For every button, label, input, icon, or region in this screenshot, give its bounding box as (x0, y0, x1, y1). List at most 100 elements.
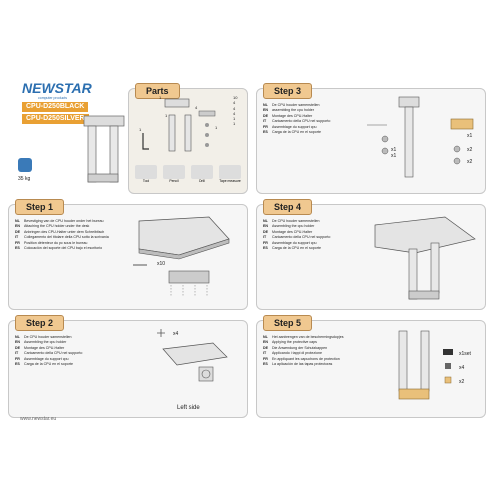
instruction-text: Het aanbrengen van de beschermingsdopjes (272, 335, 344, 339)
instruction-line: NL Bevestiging van de CPU houder onder he… (15, 219, 109, 224)
lang-code: FR (15, 356, 20, 361)
lang-code: DE (15, 229, 20, 234)
instruction-text: Applicando i tappi di protezione (272, 351, 322, 356)
parts-qty: 4 (233, 105, 236, 111)
instruction-text: Carga de la CPU en el soporte (24, 362, 73, 367)
instruction-text: Collegamento del titolare della CPU sott… (24, 235, 109, 240)
parts-qty: 10 (233, 95, 238, 100)
step-1-panel: Step 1 NL Bevestiging van de CPU houder o… (8, 199, 248, 310)
lang-code: NL (15, 335, 20, 339)
instruction-line: DE Montage des CPU-Halter (263, 230, 330, 235)
parts-qty: 1 (233, 121, 236, 127)
step-5-mark-2: x4 (459, 365, 465, 371)
instruction-line: EN Assembling the cpu holder (263, 224, 330, 229)
drill-icon (191, 165, 213, 179)
instruction-text: Anbringen des CPU-Halter unter dem Schre… (24, 229, 105, 234)
lang-code: ES (263, 130, 268, 135)
instruction-text: Assembling the cpu holder (272, 224, 315, 229)
tool-item: Tool (135, 165, 157, 189)
parts-qty: 1 (233, 116, 236, 122)
instruction-text: Montage des CPU-Halter (272, 229, 313, 234)
step-2-drawing (157, 329, 228, 382)
lang-code: DE (263, 229, 268, 234)
lang-code: NL (15, 219, 20, 223)
instruction-text: Assembling the cpu holder (24, 340, 67, 345)
lang-code: IT (263, 351, 267, 356)
parts-drawing (142, 98, 216, 152)
instruction-line: IT Applicando i tappi di protezione (263, 351, 344, 356)
parts-label-3: 4 (195, 105, 198, 110)
lang-code: IT (263, 119, 267, 124)
instruction-text: La aplicación de las tapas protectoras (272, 362, 333, 367)
lang-code: NL (263, 219, 268, 223)
instruction-line: NL De CPU houder samenstellen (15, 335, 82, 340)
product-overview-drawing (83, 115, 125, 183)
lang-code: EN (263, 108, 268, 113)
parts-label-5: 1 (215, 125, 218, 130)
instruction-text: De CPU houder samenstellen (272, 103, 320, 107)
lang-code: DE (15, 345, 20, 350)
step-3-mark-1: x1 (391, 147, 397, 153)
step-3-mark-4: x2 (467, 147, 473, 153)
step-3-mark-2: x1 (391, 153, 397, 159)
instruction-text: Bevestiging van de CPU houder onder het … (24, 219, 104, 223)
drill-item: Drill (191, 165, 213, 189)
instruction-text: Montage des CPU-Halter (272, 113, 313, 118)
instruction-text: Assemblage du support cpu (24, 356, 69, 361)
instruction-text: En appliquant les capuchons de protectio… (272, 356, 340, 361)
step-3-title: Step 3 (263, 83, 313, 99)
instruction-text: Applying the protective caps (272, 340, 317, 345)
product-code-black: CPU-D250BLACK (22, 102, 89, 112)
instruction-text: De CPU houder samenstellen (24, 335, 72, 339)
weight-label: 35 kg (18, 176, 31, 182)
step-5-drawing (398, 330, 453, 400)
tools-row: Tool Pencil Drill Tape measure (135, 165, 241, 189)
drill-label: Drill (199, 179, 205, 183)
pencil-item: Pencil (163, 165, 185, 189)
step-4-title: Step 4 (263, 199, 313, 215)
lang-code: EN (263, 224, 268, 229)
instruction-text: Colocación del soporte del CPU bajo el e… (24, 246, 103, 251)
brand-name: NEWSTAR (22, 80, 92, 96)
lang-code: EN (15, 340, 20, 345)
instruction-line: FR Assemblage du support cpu (15, 357, 82, 362)
step-1-title: Step 1 (15, 199, 65, 215)
step-2-instructions: NL De CPU houder samenstellen EN Assemblin… (15, 335, 82, 367)
tool-label: Tool (142, 179, 150, 183)
instruction-line: EN Assembling the cpu holder (15, 340, 82, 345)
brand-logo: NEWSTAR (22, 80, 92, 96)
lang-code: FR (15, 240, 20, 245)
lang-code: IT (263, 235, 267, 240)
lang-code: FR (263, 124, 268, 129)
parts-qty: 4 (233, 100, 236, 106)
instruction-text: Caricamento della CPU nel supporto (24, 351, 83, 356)
step-5-title: Step 5 (263, 315, 313, 331)
parts-label-2: 1 (165, 113, 168, 118)
step-2-caption: Left side (177, 405, 200, 411)
weight-icon (18, 158, 32, 172)
step-3-drawing (367, 96, 474, 178)
step-4-drawing (374, 216, 476, 300)
instruction-text: Carga de la CPU en el soporte (272, 130, 321, 135)
instruction-text: Attaching the CPU holder under the desk (24, 224, 90, 229)
